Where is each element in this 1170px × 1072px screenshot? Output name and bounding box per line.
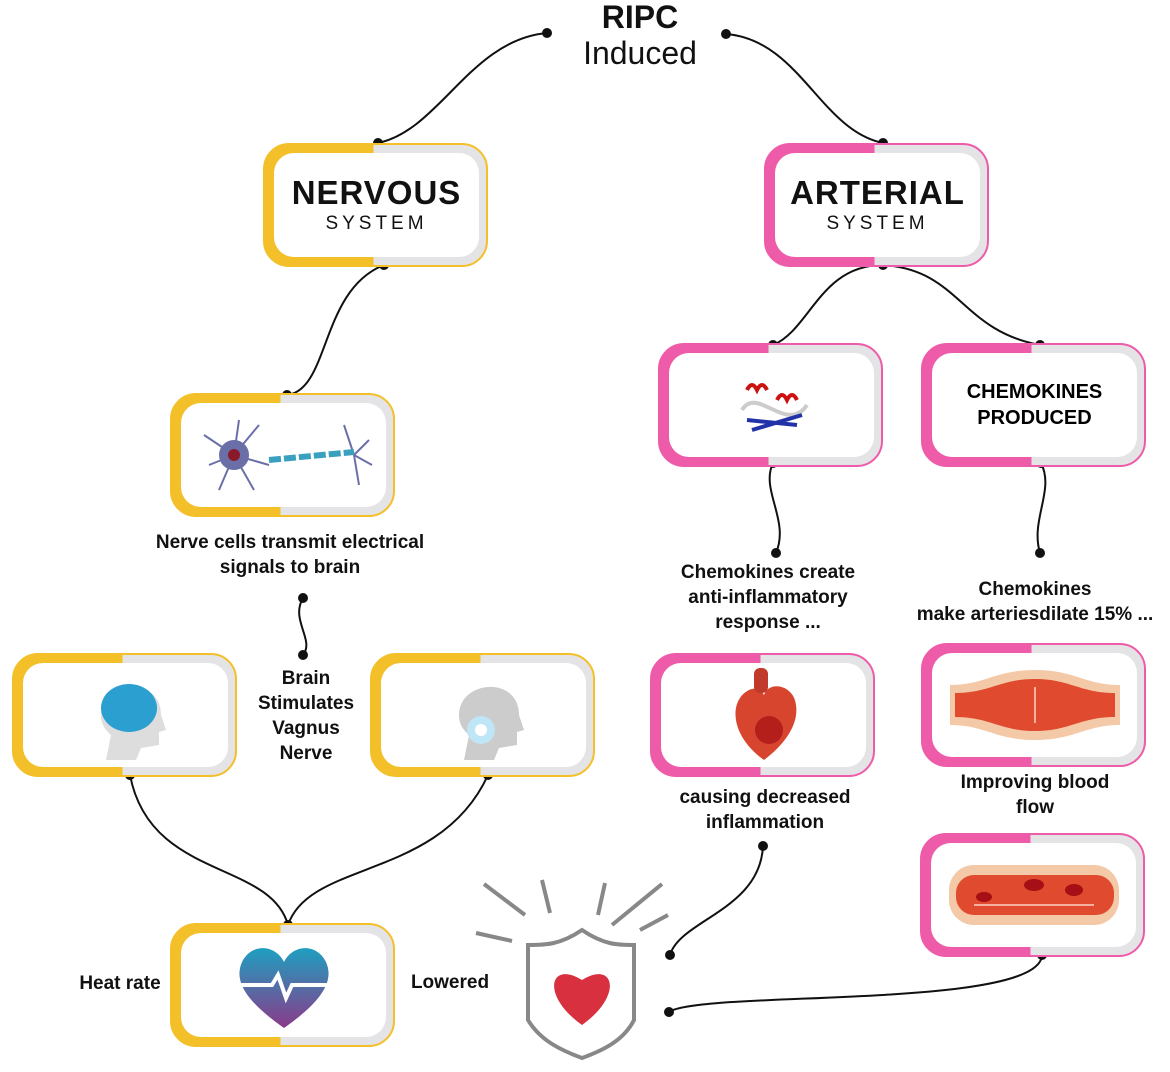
anti-inflammatory-text: Chemokines create anti-inflammatory resp… bbox=[680, 562, 856, 633]
dilate-text: Chemokines make arteriesdilate 15% ... bbox=[900, 577, 1170, 627]
brain-head-card bbox=[12, 653, 237, 777]
vagus-head-icon bbox=[458, 686, 524, 760]
chemokines-produced-label: CHEMOKINES PRODUCED bbox=[966, 381, 1103, 429]
vagus-head-card bbox=[370, 653, 595, 777]
heart-anatomy-card bbox=[650, 653, 875, 777]
nerve-text: Nerve cells transmit electrical signals … bbox=[155, 532, 425, 578]
heart-anatomy-icon bbox=[734, 668, 796, 760]
protein-icon bbox=[739, 383, 809, 432]
blood-flow-text: Improving blood flow bbox=[960, 772, 1110, 818]
heartbeat-icon bbox=[238, 948, 329, 1028]
title-line2: Induced bbox=[583, 35, 697, 71]
heart-rate-label: Heat rate bbox=[79, 973, 161, 994]
heartbeat-card bbox=[170, 923, 395, 1047]
arterial-system-card: ARTERIAL SYSTEM bbox=[764, 143, 989, 267]
arterial-title: ARTERIAL bbox=[790, 173, 965, 211]
chemokines-produced-card: CHEMOKINES PRODUCED bbox=[921, 343, 1146, 467]
arterial-subtitle: SYSTEM bbox=[826, 212, 929, 234]
nervous-subtitle: SYSTEM bbox=[325, 212, 428, 234]
nervous-title: NERVOUS bbox=[291, 173, 462, 211]
neuron-card bbox=[170, 393, 395, 517]
protein-card bbox=[658, 343, 883, 467]
dilate-text-2: make arteriesdilate 15% ... bbox=[916, 604, 1154, 625]
shield-heart-icon bbox=[475, 879, 669, 1061]
blood-flow-card bbox=[920, 833, 1145, 957]
artery-dilate-icon bbox=[949, 670, 1120, 740]
nervous-system-card: NERVOUS SYSTEM bbox=[263, 143, 488, 267]
dilate-text-1: Chemokines bbox=[978, 579, 1092, 600]
lowered-label: Lowered bbox=[410, 972, 490, 993]
diagram-title: RIPC Induced bbox=[560, 0, 720, 72]
brain-text: Brain Stimulates Vagnus Nerve bbox=[257, 668, 355, 764]
inflammation-text: causing decreased inflammation bbox=[679, 787, 851, 833]
neuron-icon bbox=[202, 419, 372, 491]
blood-flow-icon bbox=[948, 865, 1119, 925]
title-line1: RIPC bbox=[601, 0, 679, 35]
brain-head-icon bbox=[100, 684, 166, 760]
artery-dilate-card bbox=[921, 643, 1146, 767]
